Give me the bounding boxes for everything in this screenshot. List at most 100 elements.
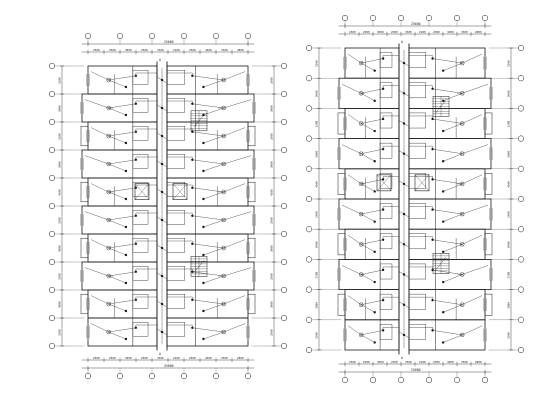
grid-bubble [180, 32, 188, 40]
bathroom-outline [408, 293, 426, 310]
side-dimension-value: 3300 [270, 133, 274, 140]
wiring-run [443, 244, 463, 253]
bathroom-outline [379, 142, 393, 159]
grid-bubble [280, 258, 288, 266]
wiring-run [192, 103, 224, 109]
stair-direction-arrow [435, 257, 447, 270]
bathroom-outline [132, 237, 149, 253]
balcony-outline [337, 293, 346, 316]
wiring-run [443, 334, 463, 343]
axis-mark-bottom: A [159, 352, 161, 356]
balcony-outline [80, 237, 89, 259]
bathroom-outline [379, 263, 393, 280]
grid-bubble [280, 62, 288, 70]
dimension-total: 25600 [411, 22, 421, 26]
light-fixture-symbol [442, 69, 445, 72]
axis-mark-top: A [159, 58, 161, 62]
wiring-run [341, 265, 362, 275]
side-dimension-value: 3300 [315, 60, 319, 67]
bathroom-outline [132, 153, 149, 169]
wiring-run [361, 148, 384, 154]
bathroom-outline [408, 233, 426, 250]
wiring-run [203, 303, 224, 312]
light-ring [359, 302, 364, 307]
wiring-run [462, 174, 483, 185]
grid-bubble [280, 286, 288, 294]
wiring-run [203, 79, 224, 88]
grid-bubble [48, 342, 56, 350]
dimension-value: 2300 [391, 360, 398, 364]
wiring-run [361, 244, 375, 253]
side-dimension-value: 3300 [58, 329, 62, 336]
grid-bubble [397, 14, 405, 22]
side-dimension-value: 3600 [270, 105, 274, 112]
grid-bubble [517, 75, 525, 82]
wiring-run [432, 299, 463, 305]
bathroom-outline [132, 266, 149, 281]
dimension-value: 2300 [141, 356, 148, 360]
wiring-run [108, 103, 136, 109]
wiring-run [223, 71, 246, 81]
side-dimension-value: 4200 [507, 181, 511, 188]
corridor-branch [156, 76, 168, 84]
wiring-run [462, 295, 483, 305]
wiring-run [409, 266, 433, 270]
grid-bubble [517, 256, 525, 263]
bathroom-outline [132, 209, 149, 225]
wiring-run [192, 299, 224, 305]
light-ring [460, 242, 465, 247]
grid-bubble [48, 146, 56, 154]
corridor-branch [398, 150, 410, 157]
grid-bubble [244, 32, 252, 40]
light-ring [359, 121, 364, 126]
wiring-run [462, 53, 483, 64]
bathroom-outline [166, 153, 186, 169]
side-dimension-value: 3600 [315, 151, 319, 158]
corridor-branch [398, 180, 410, 188]
side-dimension-value: 3600 [315, 302, 319, 309]
side-dimension-value: 3600 [58, 105, 62, 112]
side-dimension-value: 3300 [507, 60, 511, 67]
elevator-cross [172, 183, 188, 200]
dimension-value: 2100 [419, 360, 426, 364]
side-dimension-value: 3300 [507, 271, 511, 278]
dimension-value: 2500 [363, 30, 370, 34]
dimension-value: 2800 [475, 30, 482, 34]
wiring-run [347, 325, 362, 336]
building-body: AA [80, 58, 256, 356]
grid-bubble [397, 376, 405, 384]
wiring-run [135, 296, 157, 300]
light-ring [359, 60, 364, 66]
side-dimension-value: 3600 [58, 301, 62, 308]
wiring-run [347, 295, 362, 305]
wiring-run [192, 131, 224, 137]
light-ring [460, 272, 465, 277]
light-fixture-symbol [373, 99, 376, 103]
wiring-run [382, 327, 399, 331]
wiring-run [223, 127, 246, 137]
dimension-value: 2300 [433, 30, 440, 34]
light-ring [221, 105, 226, 111]
bathroom-outline [379, 112, 393, 129]
light-ring [359, 151, 364, 156]
wiring-run [108, 131, 136, 137]
dimension-value: 3300 [405, 30, 412, 34]
corridor-branch [398, 241, 410, 248]
stair-symbol [432, 96, 450, 117]
wiring-run [223, 99, 252, 109]
dimension-value: 3300 [461, 360, 468, 364]
light-ring [359, 211, 364, 217]
bathroom-outline [132, 322, 149, 337]
wiring-run [409, 176, 433, 180]
bathroom-outline [408, 112, 426, 129]
light-ring [221, 217, 226, 223]
grid-bubble [116, 372, 124, 380]
bathroom-outline [166, 209, 186, 225]
bathroom-outline [132, 181, 149, 197]
elevator-shaft [134, 183, 150, 200]
dimension-value: 2300 [433, 360, 440, 364]
wiring-run [84, 155, 109, 165]
wiring-run [443, 153, 463, 162]
